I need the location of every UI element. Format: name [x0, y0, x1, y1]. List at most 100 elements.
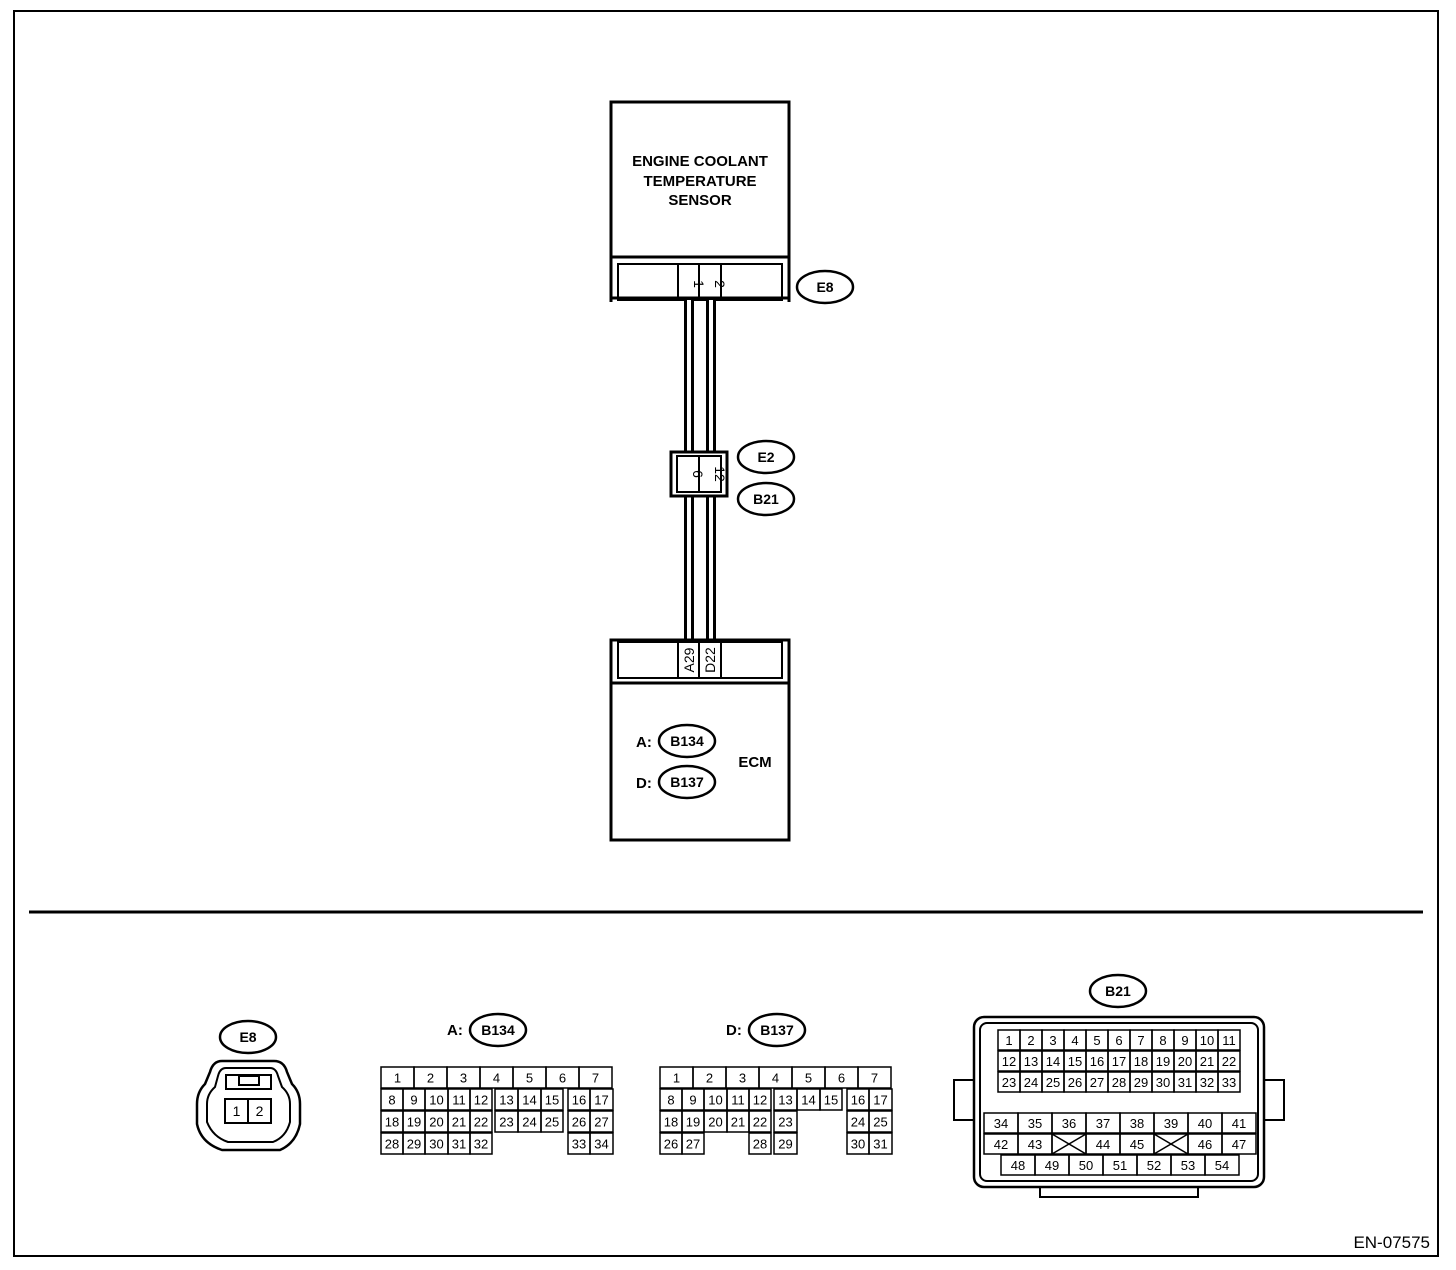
b137-pin-9: 9: [689, 1093, 696, 1108]
b21-pin-22: 22: [1222, 1054, 1236, 1069]
e8-view-pin-2: 2: [256, 1103, 264, 1119]
b21-pin-17: 17: [1112, 1054, 1126, 1069]
b21-pin-51: 51: [1113, 1158, 1127, 1173]
b21-pin-54-cell: [1204, 1154, 1240, 1176]
joint-pin-6: 6: [690, 470, 706, 478]
b21-pin-2: 2: [1027, 1033, 1034, 1048]
b21-pin-45: 45: [1130, 1137, 1144, 1152]
b137-pin-4: 4: [772, 1071, 779, 1086]
svg-text:B21: B21: [753, 491, 779, 507]
b137-pin-8: 8: [667, 1093, 674, 1108]
b137-pin-7-cell: [857, 1066, 892, 1089]
b134-pin-9: 9: [410, 1093, 417, 1108]
b21-pin-11: 11: [1222, 1033, 1236, 1048]
b134-pin-1: 1: [394, 1071, 401, 1086]
b134-pin-11: 11: [452, 1093, 466, 1108]
b134-pin-27: 27: [594, 1115, 608, 1130]
b134-pin-20: 20: [429, 1115, 443, 1130]
b21-blank-2-cross: [1051, 1133, 1087, 1155]
b134-pin-14: 14: [522, 1093, 536, 1108]
b137-pin-27: 27: [686, 1137, 700, 1152]
b137-pin-14: 14: [801, 1093, 815, 1108]
ecm-label: ECM: [738, 754, 771, 771]
svg-text:E2: E2: [757, 449, 774, 465]
joint-badge-e2: E2: [736, 439, 796, 475]
b134-pin-32: 32: [474, 1137, 488, 1152]
ecm-conn-a-badge: [657, 723, 717, 759]
b21-pin-19: 19: [1156, 1054, 1170, 1069]
b134-pin-7: 7: [592, 1071, 599, 1086]
b134-view-prefix: A:: [447, 1022, 463, 1039]
joint-pin-12: 12: [712, 466, 728, 482]
b137-pin-22-cell: [748, 1110, 772, 1133]
sensor-title-line1: ENGINE COOLANT: [632, 153, 768, 170]
b137-pin-28-cell: [748, 1132, 772, 1155]
b137-pin-22: 22: [753, 1115, 767, 1130]
b134-pin-15: 15: [545, 1093, 559, 1108]
b21-pin-13: 13: [1024, 1054, 1038, 1069]
b21-pin-40: 40: [1198, 1116, 1212, 1131]
b21-pin-14: 14: [1046, 1054, 1060, 1069]
b21-pin-26: 26: [1068, 1075, 1082, 1090]
b21-pin-33-cell: [1217, 1071, 1241, 1093]
b137-pin-5: 5: [805, 1071, 812, 1086]
b134-pin-27-cell: [589, 1110, 614, 1133]
b137-pin-11: 11: [731, 1093, 745, 1108]
b137-pin-28: 28: [753, 1137, 767, 1152]
b134-pin-34: 34: [594, 1137, 608, 1152]
b137-pin-25-cell: [868, 1110, 893, 1133]
b134-pin-12-cell: [469, 1088, 493, 1111]
b21-pin-30: 30: [1156, 1075, 1170, 1090]
b21-pin-5: 5: [1093, 1033, 1100, 1048]
b21-pin-27: 27: [1090, 1075, 1104, 1090]
b137-pin-29: 29: [778, 1137, 792, 1152]
b134-pin-32-cell: [469, 1132, 493, 1155]
b137-pin-6: 6: [838, 1071, 845, 1086]
b137-pin-16: 16: [851, 1093, 865, 1108]
b137-pin-15: 15: [824, 1093, 838, 1108]
b134-pin-8: 8: [388, 1093, 395, 1108]
b21-pin-54: 54: [1215, 1158, 1229, 1173]
b21-pin-35: 35: [1028, 1116, 1042, 1131]
joint-connector: 6 12: [669, 450, 729, 498]
b134-pin-25: 25: [545, 1115, 559, 1130]
b134-pin-31: 31: [452, 1137, 466, 1152]
b21-pin-44: 44: [1096, 1137, 1110, 1152]
b134-pin-28: 28: [385, 1137, 399, 1152]
joint-badge-b21: B21: [736, 481, 796, 517]
b134-pin-33: 33: [572, 1137, 586, 1152]
b21-pin-25: 25: [1046, 1075, 1060, 1090]
b134-pin-21: 21: [452, 1115, 466, 1130]
b134-pin-16: 16: [572, 1093, 586, 1108]
ecm-conn-a-prefix: A:: [636, 734, 652, 751]
b21-pin-11-cell: [1217, 1029, 1241, 1051]
b21-pin-15: 15: [1068, 1054, 1082, 1069]
sensor-title-line2: TEMPERATURE: [643, 173, 756, 190]
b21-blank-5-cross: [1153, 1133, 1189, 1155]
b137-pin-10: 10: [708, 1093, 722, 1108]
b137-pin-13: 13: [778, 1093, 792, 1108]
ecm-conn-d-badge: [657, 764, 717, 800]
b137-pin-1: 1: [673, 1071, 680, 1086]
b137-pin-31-cell: [868, 1132, 893, 1155]
b137-view-label: B137: [760, 1022, 794, 1038]
b134-pin-3: 3: [460, 1071, 467, 1086]
b21-pin-53: 53: [1181, 1158, 1195, 1173]
b134-pin-17: 17: [594, 1093, 608, 1108]
b21-pin-41-cell: [1221, 1112, 1257, 1134]
ecm-conn-d-prefix: D:: [636, 775, 652, 792]
b137-pin-23-cell: [773, 1110, 798, 1133]
b21-pin-21: 21: [1200, 1054, 1214, 1069]
b134-pin-26: 26: [572, 1115, 586, 1130]
frame-border: [13, 10, 1439, 1257]
b134-pin-22: 22: [474, 1115, 488, 1130]
b137-pin-24: 24: [851, 1115, 865, 1130]
b137-pin-30: 30: [851, 1137, 865, 1152]
e8-connector-view: E8 1 2: [195, 1019, 302, 1152]
b134-pin-19: 19: [407, 1115, 421, 1130]
ecm-pin-d22: D22: [702, 647, 718, 673]
